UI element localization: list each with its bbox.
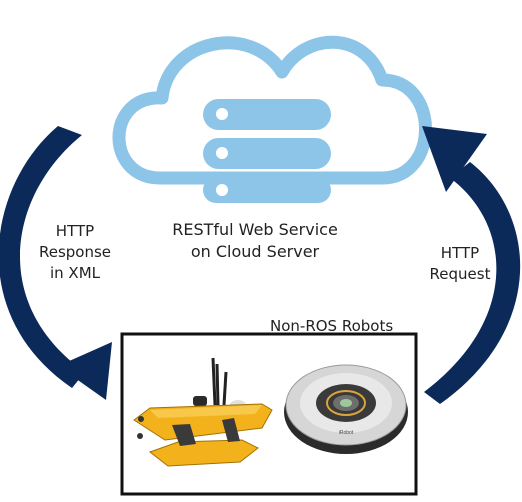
request-caption-line1: HTTP — [440, 244, 480, 262]
cloud-caption-line2: on Cloud Server — [190, 242, 320, 261]
server-unit-bottom — [203, 177, 331, 203]
robots-box-title: Non-ROS Robots — [270, 317, 394, 335]
response-arrow-body — [0, 126, 85, 388]
boat-strut-rear — [222, 418, 240, 442]
cloud-server-caption: RESTful Web Service on Cloud Server — [160, 219, 350, 263]
boat-antenna-right — [222, 371, 228, 406]
vacuum-brand-label: iRobot — [339, 430, 354, 436]
cloud-outline — [112, 35, 432, 185]
boat-bow-light — [138, 416, 144, 422]
boat-deck — [150, 405, 262, 418]
boat-stern-light — [137, 433, 143, 439]
server-led-top — [216, 108, 228, 120]
request-arrow-caption: HTTP Request — [405, 243, 515, 285]
server-unit-middle — [203, 138, 331, 169]
request-caption-line2: Request — [429, 265, 491, 283]
request-arrow-head — [422, 126, 487, 192]
server-led-bottom — [216, 184, 228, 196]
response-arrow — [0, 126, 112, 400]
boat-sensor-pod — [193, 396, 207, 406]
request-arrow-body — [424, 162, 521, 404]
request-arrow — [422, 126, 521, 404]
server-unit-top — [203, 99, 331, 130]
boat-strut — [172, 424, 196, 446]
boat-robot-image — [133, 357, 273, 467]
boat-antenna-left — [211, 357, 217, 406]
boat-pontoon — [148, 439, 259, 467]
boat-antenna-center — [215, 363, 220, 406]
vacuum-clean-button-center — [340, 399, 352, 407]
response-caption-line3: in XML — [49, 264, 101, 282]
response-arrow-caption: HTTP Response in XML — [20, 221, 130, 284]
server-led-middle — [216, 147, 228, 159]
cloud-server-icon — [112, 35, 432, 203]
response-caption-line2: Response — [38, 243, 112, 261]
cloud-caption-line1: RESTful Web Service — [172, 220, 338, 239]
response-caption-line1: HTTP — [55, 222, 95, 240]
server-stack-icon — [203, 99, 331, 203]
response-arrow-head — [58, 342, 112, 400]
vacuum-gold-ring — [326, 390, 366, 416]
vacuum-robot-image: iRobot — [284, 364, 408, 454]
